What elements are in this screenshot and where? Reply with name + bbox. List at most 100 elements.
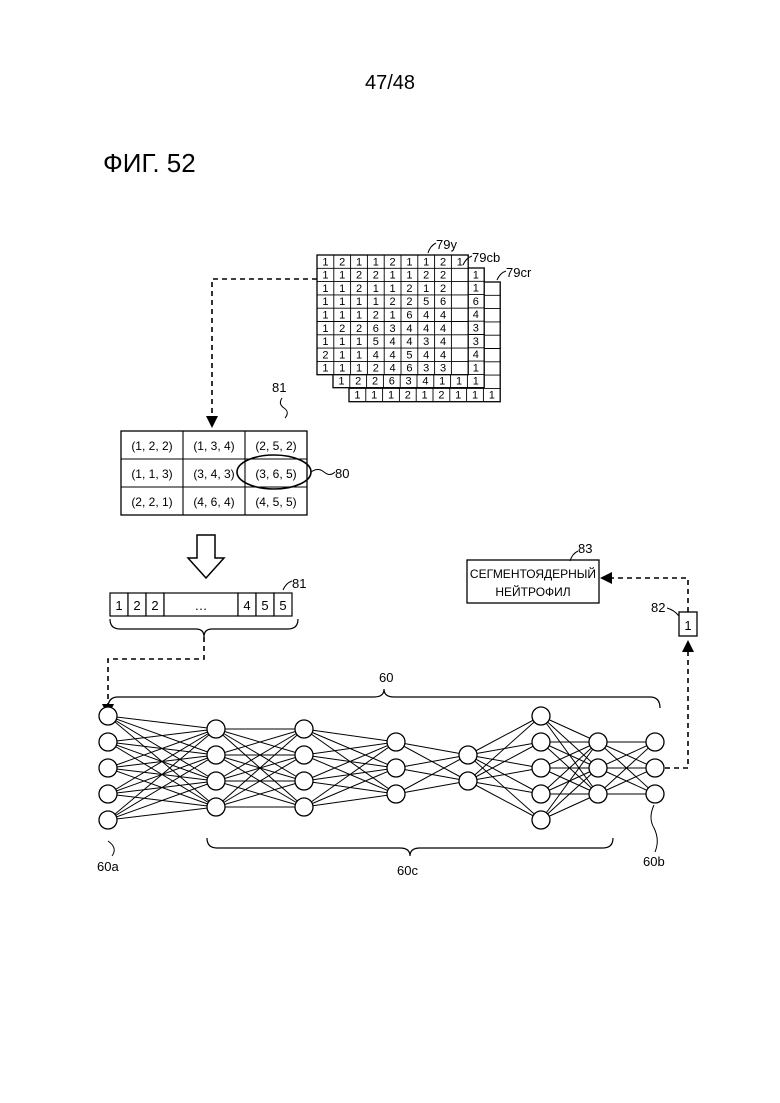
network-connection [396, 755, 468, 794]
network-connection [108, 716, 216, 729]
hidden-node [207, 798, 225, 816]
grid-cell: 1 [473, 362, 479, 374]
table-cell: (4, 5, 5) [255, 495, 296, 509]
transform-arrow [188, 535, 224, 578]
hidden-layers-brace [207, 838, 613, 856]
grid-cell: 4 [423, 323, 429, 335]
vector-cell-value: 2 [151, 598, 158, 613]
grid-cell: 1 [457, 256, 463, 268]
grid-cell: 2 [440, 270, 446, 282]
hidden-node [387, 759, 405, 777]
grid-cell: 5 [373, 336, 379, 348]
network-connection [468, 768, 541, 781]
grid-cell: 4 [440, 310, 446, 322]
output-node [646, 785, 664, 803]
network-ref-label: 60 [379, 670, 393, 685]
grid-cell: 4 [422, 376, 428, 388]
grid-cell: 2 [390, 256, 396, 268]
y-layer-label: 79y [436, 237, 457, 252]
grid-cell: 6 [440, 296, 446, 308]
grid-cell: 4 [423, 349, 429, 361]
grid-cell: 1 [371, 390, 377, 402]
grid-cell: 1 [473, 269, 479, 281]
grid-cell: 1 [356, 363, 362, 375]
grid-cell: 1 [473, 283, 479, 295]
output-node [646, 759, 664, 777]
class-label-line1: СЕГМЕНТОЯДЕРНЫЙ [470, 566, 596, 581]
vector-cell-value: 1 [115, 598, 122, 613]
result-value: 1 [684, 618, 691, 633]
grid-cell: 1 [356, 256, 362, 268]
network-connection [304, 742, 396, 781]
vector-cell-value: 5 [261, 598, 268, 613]
input-node [99, 785, 117, 803]
neural-network [99, 707, 664, 829]
grid-cell: 1 [439, 376, 445, 388]
grid-cell: 2 [423, 270, 429, 282]
grid-cell: 1 [423, 256, 429, 268]
input-node [99, 733, 117, 751]
grid-cell: 3 [406, 376, 412, 388]
grid-cell: 2 [438, 390, 444, 402]
network-connection [108, 755, 216, 820]
vector-cell-value: 5 [279, 598, 286, 613]
hidden-node [532, 785, 550, 803]
grid-cell: 4 [390, 336, 396, 348]
network-connection [396, 755, 468, 768]
grid-cell: 3 [473, 323, 479, 335]
grid-cell: 4 [390, 349, 396, 361]
grid-cell: 1 [373, 256, 379, 268]
grid-cell: 1 [472, 390, 478, 402]
hidden-node [459, 746, 477, 764]
grid-cell: 1 [338, 376, 344, 388]
grid-cell: 1 [356, 349, 362, 361]
table-cell: (3, 6, 5) [255, 467, 296, 481]
network-connection [108, 729, 216, 742]
grid-cell: 1 [322, 270, 328, 282]
grid-cell: 1 [373, 283, 379, 295]
table-cell: (1, 3, 4) [193, 439, 234, 453]
class-label-line2: НЕЙТРОФИЛ [495, 584, 570, 599]
hidden-node [207, 720, 225, 738]
network-brace [108, 689, 660, 708]
grid-cell: 2 [406, 283, 412, 295]
grid-cell: 1 [489, 390, 495, 402]
grid-cell: 2 [355, 376, 361, 388]
grid-cell: 1 [356, 336, 362, 348]
network-connection [108, 781, 216, 820]
grid-cell: 2 [440, 283, 446, 295]
hidden-layers-ref-label: 60c [397, 863, 418, 878]
network-connection [108, 807, 216, 820]
grid-cell: 2 [440, 256, 446, 268]
grid-cell: 4 [423, 310, 429, 322]
table-cell: (1, 2, 2) [131, 439, 172, 453]
feature-vector: 122…455 [110, 593, 292, 616]
grid-cell: 2 [339, 256, 345, 268]
vector-cell-value: 4 [243, 598, 250, 613]
grid-cell: 2 [356, 323, 362, 335]
grid-cell: 4 [406, 336, 412, 348]
network-connection [541, 742, 598, 820]
grid-cell: 6 [389, 376, 395, 388]
grid-cell: 1 [456, 376, 462, 388]
hidden-node [532, 759, 550, 777]
grid-cell: 4 [440, 349, 446, 361]
grid-cell: 3 [440, 363, 446, 375]
grid-cell: 1 [339, 270, 345, 282]
grid-cell: 4 [390, 363, 396, 375]
grid-cell: 1 [339, 336, 345, 348]
grid-cell: 1 [339, 283, 345, 295]
network-connection [396, 781, 468, 794]
cr-layer-label: 79cr [506, 265, 532, 280]
hidden-node [387, 785, 405, 803]
grid-cell: 1 [423, 283, 429, 295]
grid-cell: 2 [390, 296, 396, 308]
grid-cell: 1 [339, 296, 345, 308]
color-channel-grids: 1112121111215665445436335446321122634111… [317, 255, 500, 402]
class-ref-label: 83 [578, 541, 592, 556]
grid-cell: 1 [422, 390, 428, 402]
network-connection [304, 742, 396, 807]
dashed-arrow-grid-to-table [212, 279, 317, 418]
grid-cell: 1 [339, 363, 345, 375]
